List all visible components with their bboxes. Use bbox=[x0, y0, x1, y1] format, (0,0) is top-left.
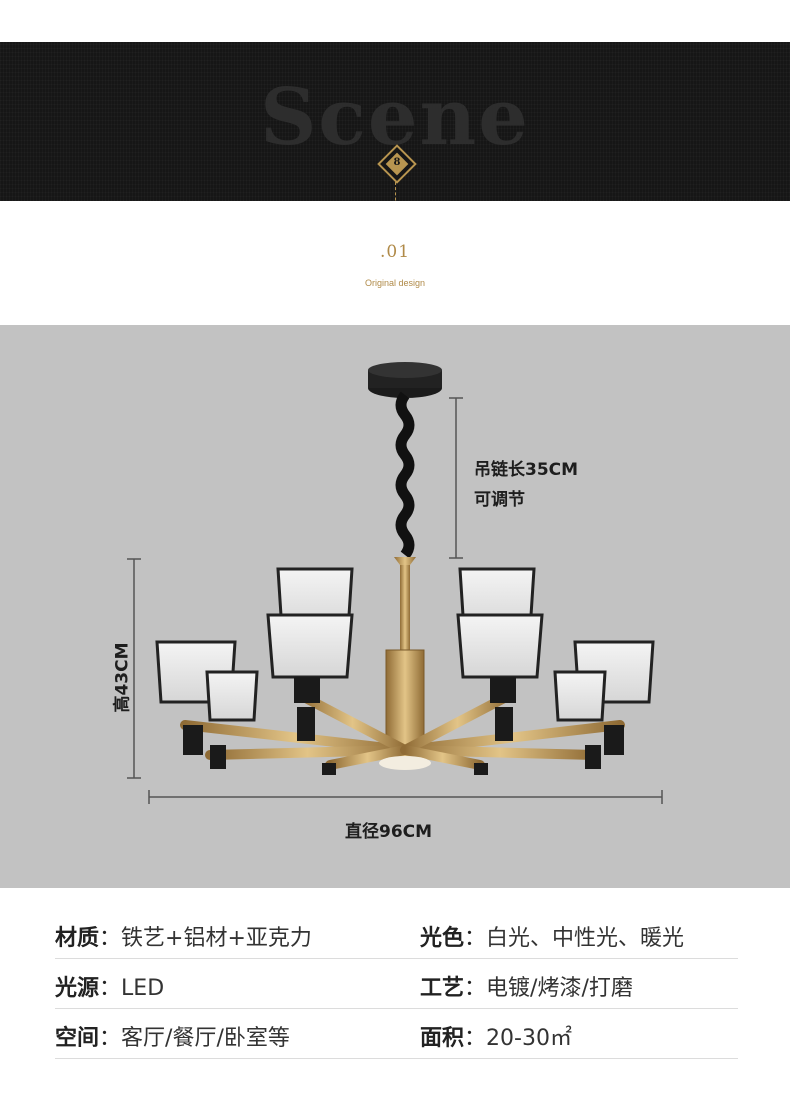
chain-length-label: 吊链长35CM bbox=[474, 460, 579, 480]
spec-right: 光色：白光、中性光、暖光 bbox=[420, 926, 685, 951]
spec-row: 光源：LED 工艺：电镀/烤漆/打磨 bbox=[55, 958, 738, 1009]
product-photo: 吊链长35CM 可调节 高43CM 直径96CM bbox=[0, 325, 790, 888]
spec-left: 材质：铁艺+铝材+亚克力 bbox=[55, 926, 312, 951]
section-number: .01 bbox=[379, 242, 411, 262]
spec-right: 面积：20-30㎡ bbox=[420, 1026, 572, 1051]
spec-row: 材质：铁艺+铝材+亚克力 光色：白光、中性光、暖光 bbox=[55, 908, 738, 959]
height-label: 高43CM bbox=[112, 642, 133, 713]
spec-row: 空间：客厅/餐厅/卧室等 面积：20-30㎡ bbox=[55, 1008, 738, 1059]
scene-banner: Scene 8 bbox=[0, 42, 790, 201]
spec-left: 空间：客厅/餐厅/卧室等 bbox=[55, 1026, 290, 1051]
chandelier-illustration bbox=[127, 362, 663, 804]
adjustable-label: 可调节 bbox=[474, 490, 525, 510]
dashed-divider bbox=[395, 182, 396, 201]
badge-number: 8 bbox=[393, 157, 401, 168]
section-subtitle: Original design bbox=[364, 278, 426, 288]
spec-right: 工艺：电镀/烤漆/打磨 bbox=[420, 976, 633, 1001]
spec-left: 光源：LED bbox=[55, 976, 165, 1001]
diameter-label: 直径96CM bbox=[345, 822, 433, 842]
